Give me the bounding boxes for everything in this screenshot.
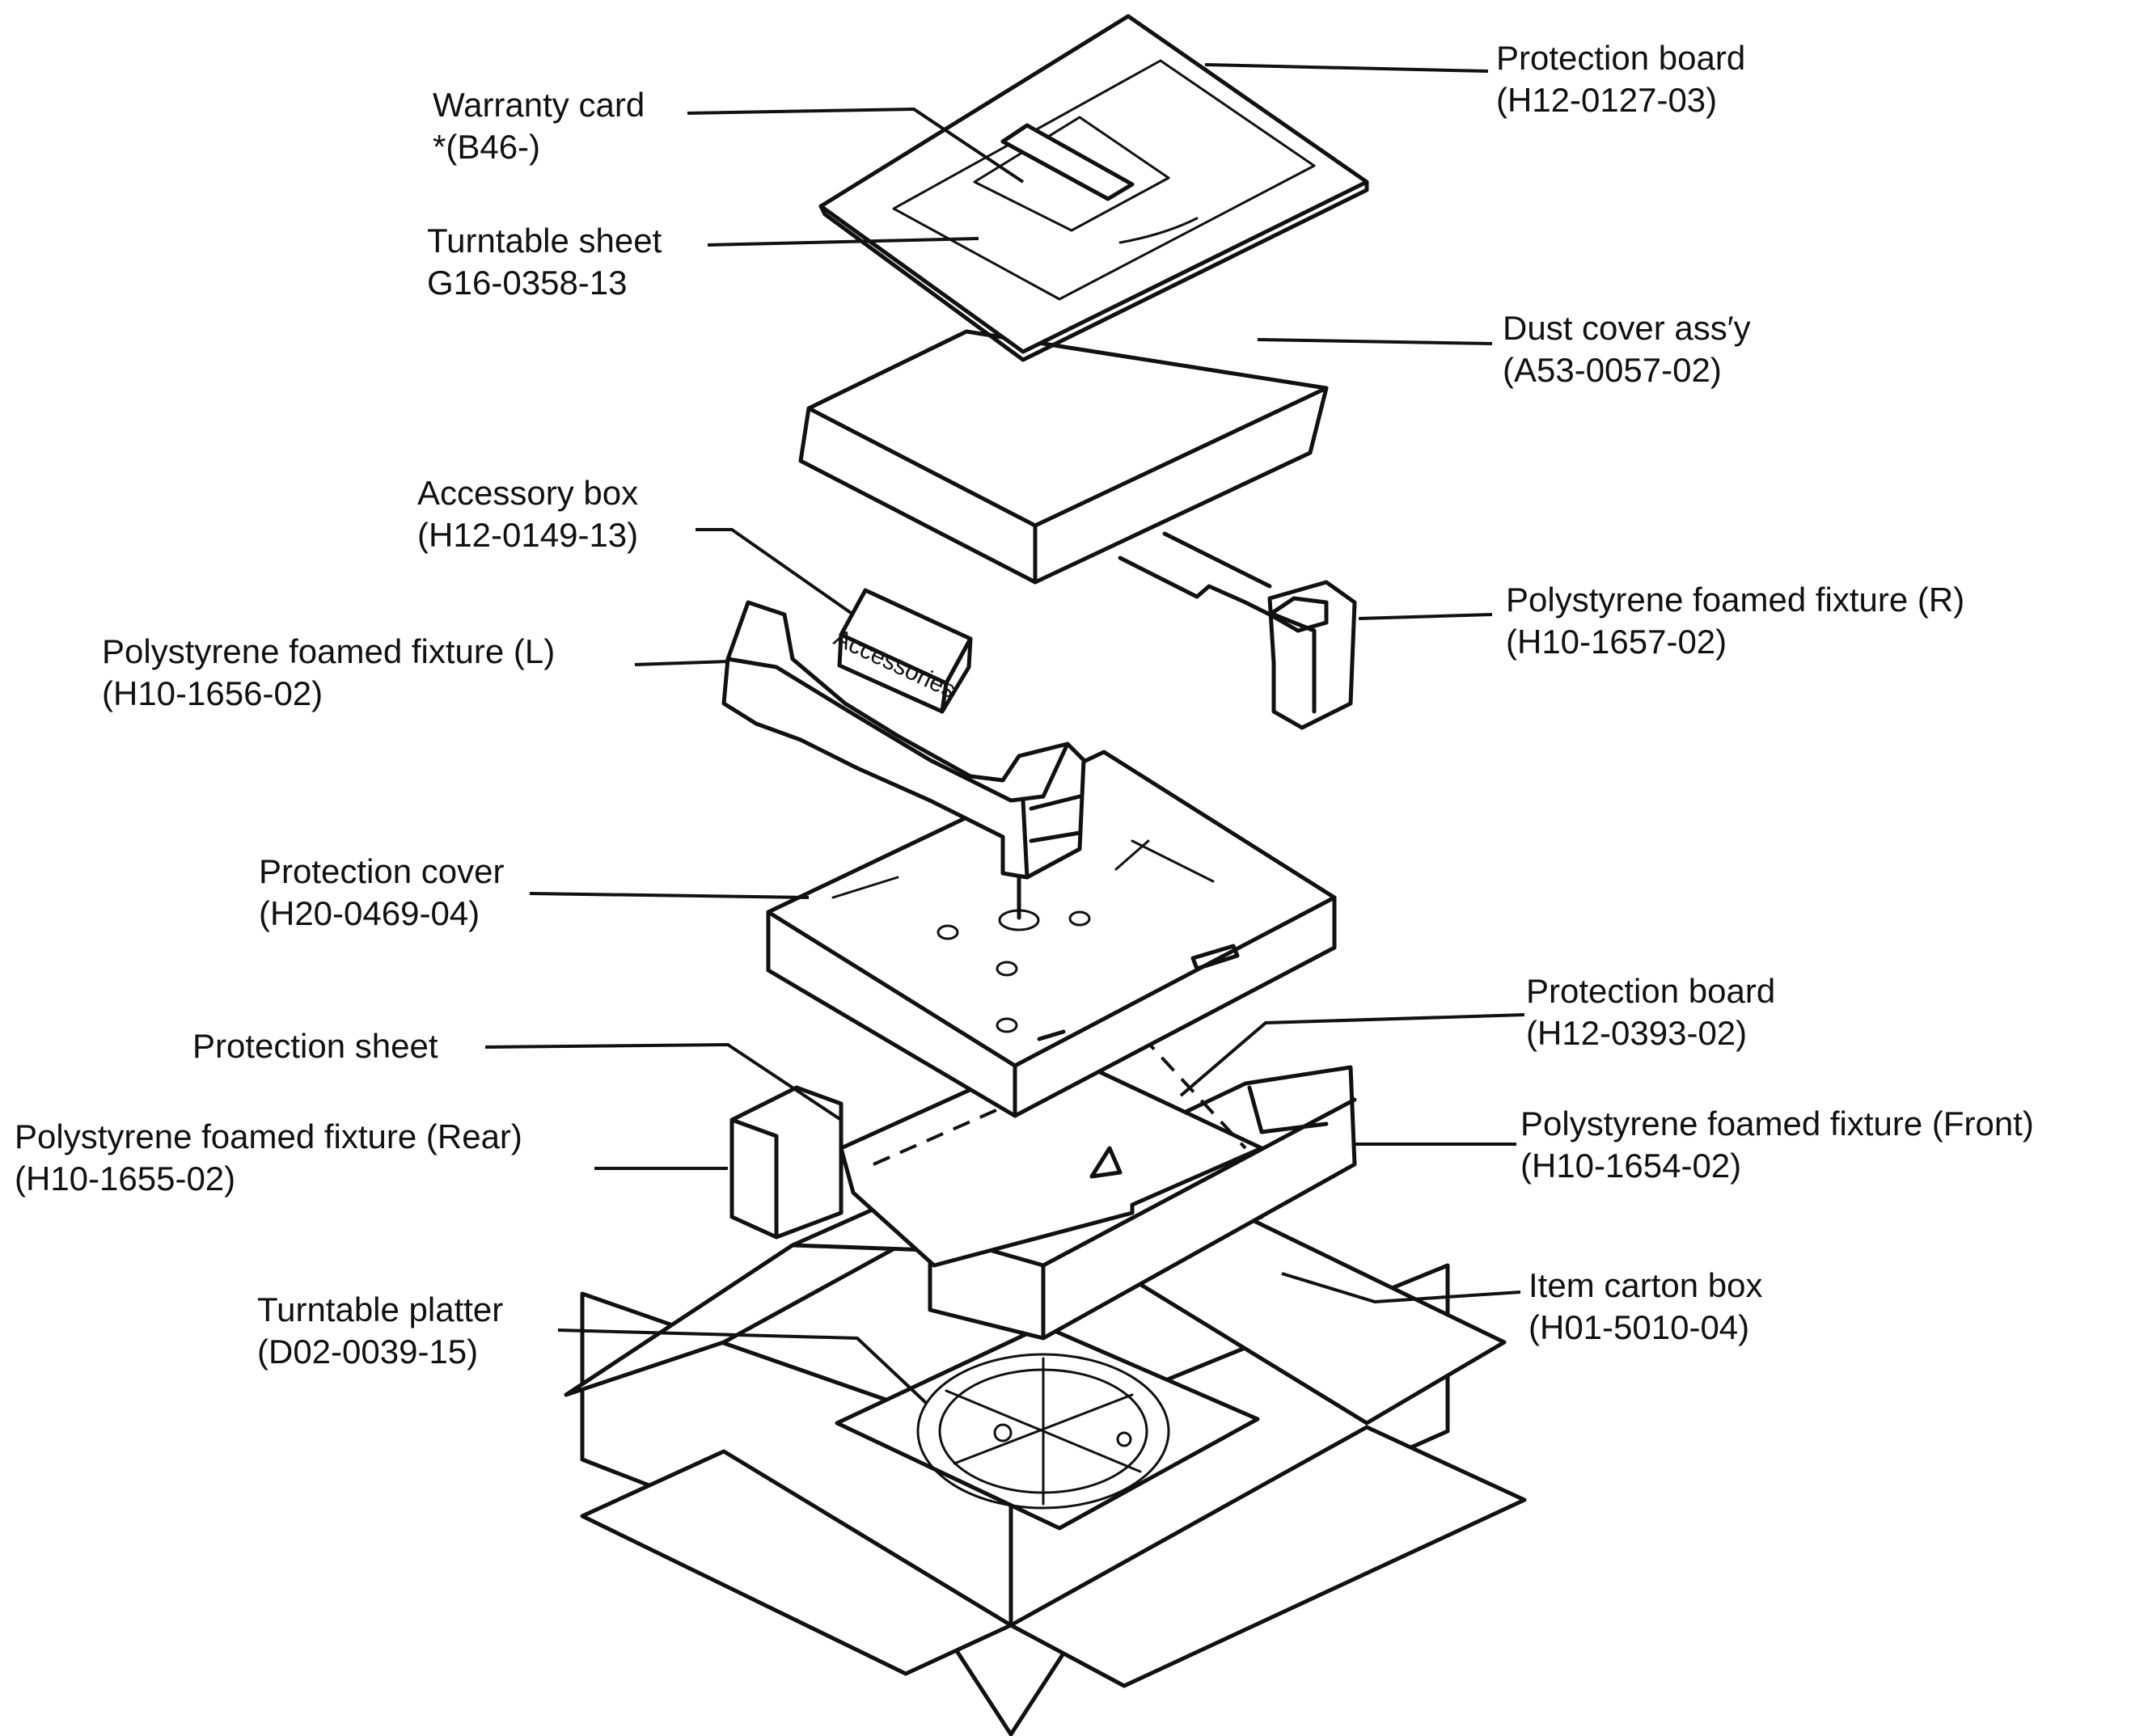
label-turntable-sheet: Turntable sheet G16-0358-13 — [427, 220, 662, 304]
label-dust-cover: Dust cover ass′y (A53-0057-02) — [1503, 307, 1751, 391]
label-accessory-box: Accessory box (H12-0149-13) — [417, 472, 638, 556]
label-name: Dust cover ass′y — [1503, 309, 1751, 347]
dust-cover — [798, 329, 1329, 585]
protection-board-top — [818, 14, 1369, 362]
label-protection-sheet: Protection sheet — [192, 1025, 438, 1067]
label-name: Polystyrene foamed fixture (L) — [102, 632, 556, 670]
polystyrene-fixture-left — [721, 600, 1086, 920]
polystyrene-fixture-rear — [729, 1085, 844, 1240]
label-fixture-r: Polystyrene foamed fixture (R) (H10-1657… — [1506, 579, 1964, 663]
label-name: Protection cover — [259, 852, 505, 890]
label-name: Turntable platter — [257, 1290, 504, 1328]
label-part-number: (H10-1657-02) — [1506, 623, 1727, 661]
label-name: Accessory box — [417, 474, 639, 512]
label-part-number: (H12-0149-13) — [417, 516, 639, 554]
label-protection-board-middle: Protection board (H12-0393-02) — [1526, 970, 1775, 1054]
label-turntable-platter: Turntable platter (D02-0039-15) — [257, 1289, 503, 1373]
label-part-number: (H01-5010-04) — [1528, 1308, 1750, 1346]
accessory-box — [837, 588, 973, 714]
label-name: Polystyrene foamed fixture (Rear) — [15, 1117, 522, 1155]
label-name: Protection board — [1526, 972, 1776, 1010]
label-fixture-rear: Polystyrene foamed fixture (Rear) (H10-1… — [15, 1116, 522, 1200]
label-name: Turntable sheet — [427, 222, 662, 260]
label-part-number: (H12-0393-02) — [1526, 1014, 1748, 1052]
label-part-number: (H10-1656-02) — [102, 674, 323, 712]
label-name: Item carton box — [1528, 1266, 1763, 1304]
leader-lines — [484, 63, 1525, 1404]
label-protection-cover: Protection cover (H20-0469-04) — [259, 851, 504, 935]
label-item-carton-box: Item carton box (H01-5010-04) — [1528, 1265, 1762, 1349]
label-warranty-card: Warranty card *(B46-) — [433, 84, 645, 168]
label-part-number: *(B46-) — [433, 128, 541, 166]
label-part-number: (H12-0127-03) — [1496, 81, 1718, 119]
label-part-number: (H20-0469-04) — [259, 894, 480, 932]
label-name: Protection sheet — [192, 1027, 438, 1065]
label-fixture-front: Polystyrene foamed fixture (Front) (H10-… — [1520, 1103, 2034, 1187]
label-fixture-l: Polystyrene foamed fixture (L) (H10-1656… — [102, 631, 555, 715]
label-name: Warranty card — [433, 86, 645, 124]
item-carton-box — [564, 1178, 1527, 1736]
label-part-number: (A53-0057-02) — [1503, 351, 1722, 389]
label-protection-board-top: Protection board (H12-0127-03) — [1496, 37, 1745, 121]
label-name: Polystyrene foamed fixture (R) — [1506, 581, 1965, 619]
turntable-platter — [916, 1353, 1170, 1510]
label-part-number: (H10-1655-02) — [15, 1159, 236, 1197]
label-name: Protection board — [1496, 39, 1746, 77]
label-part-number: (H10-1654-02) — [1520, 1147, 1742, 1185]
label-name: Polystyrene foamed fixture (Front) — [1520, 1105, 2034, 1143]
polystyrene-fixture-right — [1118, 531, 1357, 730]
label-part-number: G16-0358-13 — [427, 264, 628, 302]
protection-cover — [766, 750, 1337, 1118]
label-part-number: (D02-0039-15) — [257, 1333, 479, 1371]
